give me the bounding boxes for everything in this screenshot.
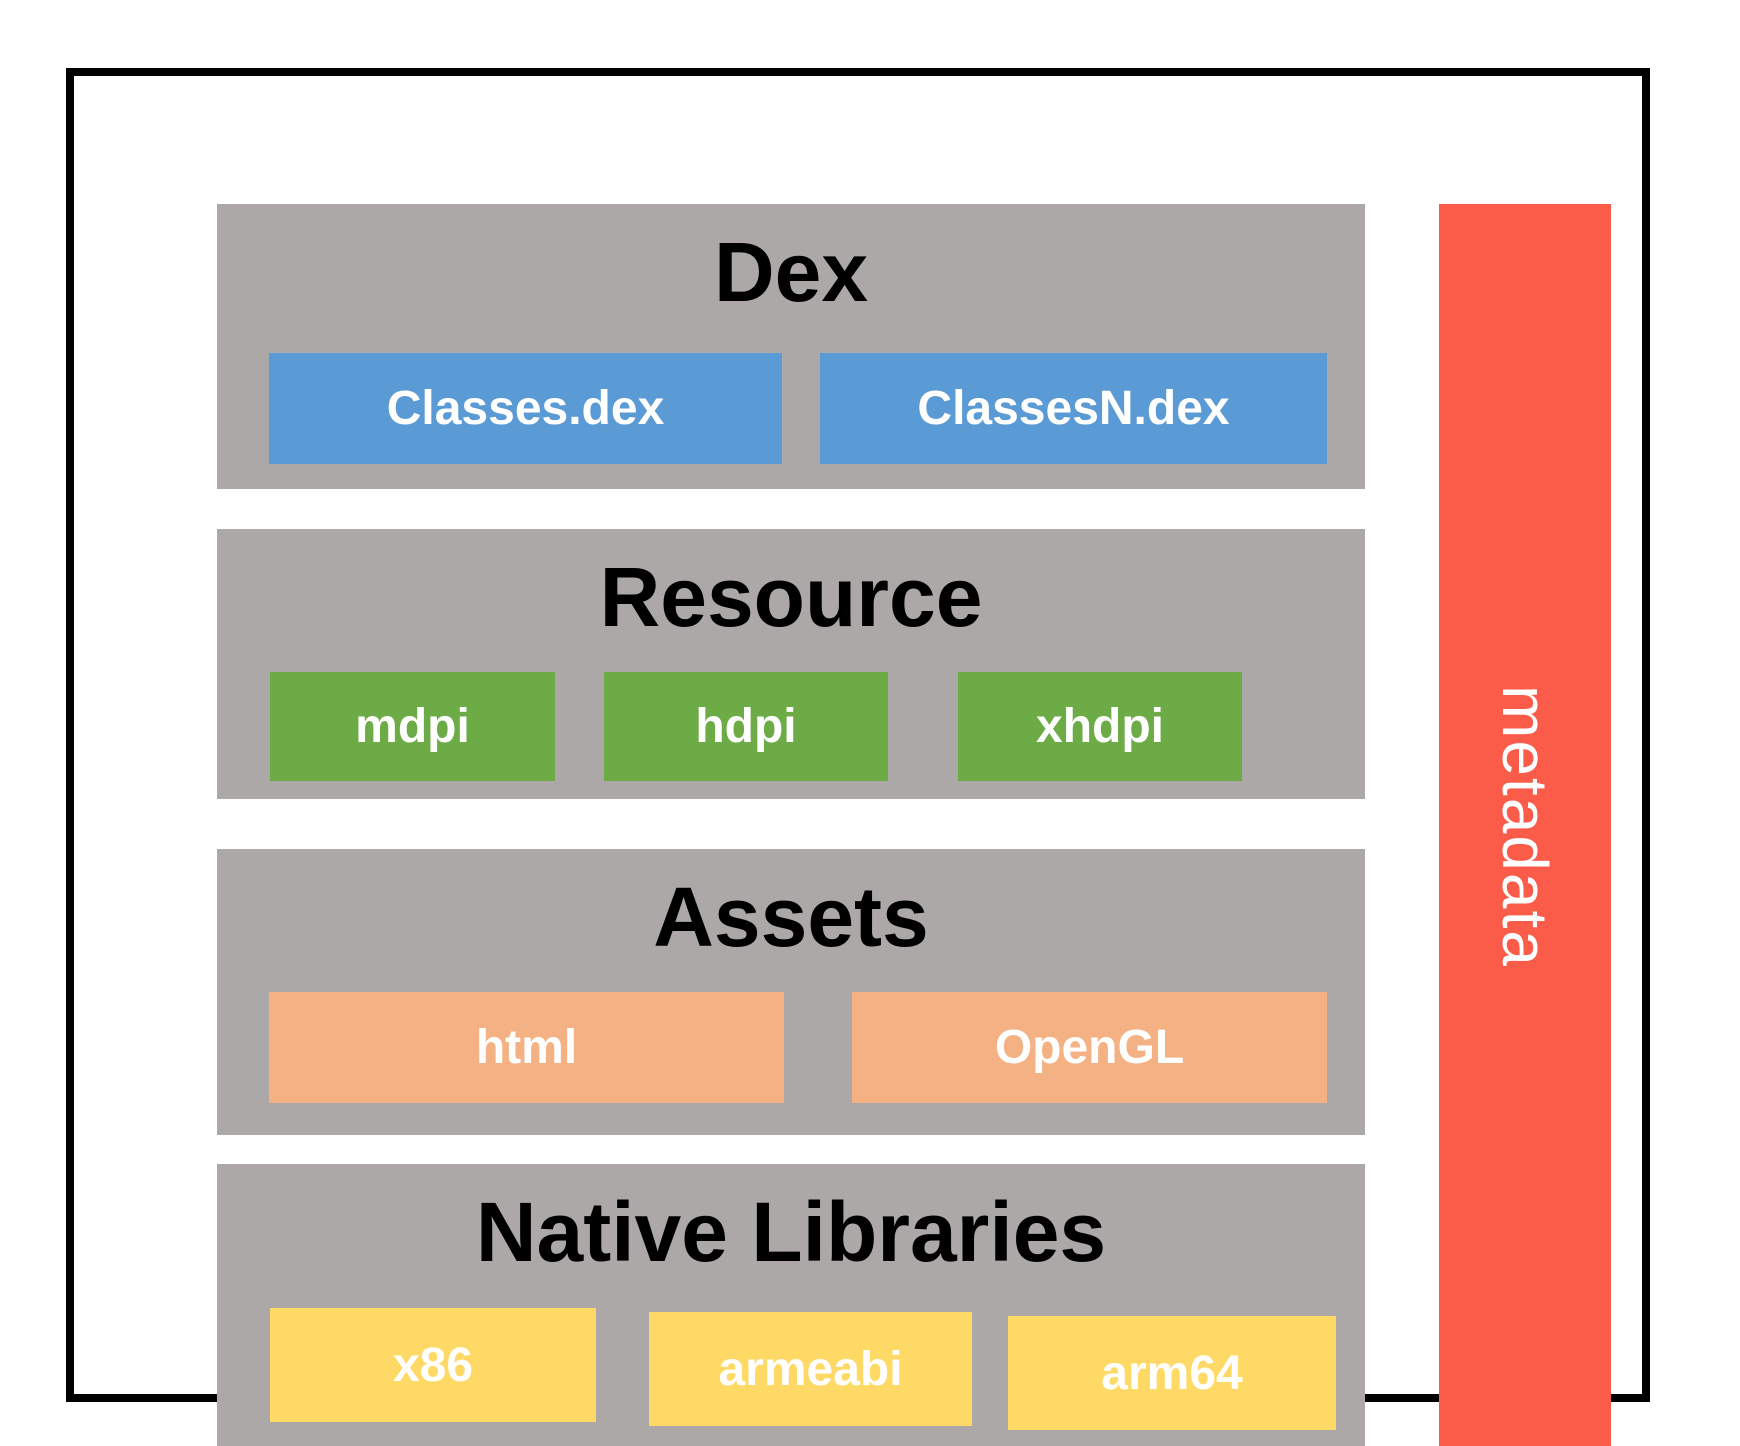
box-mdpi-label: mdpi xyxy=(355,700,470,753)
section-native-libraries-title: Native Libraries xyxy=(475,1185,1107,1279)
box-classesn-dex: ClassesN.dex xyxy=(820,353,1327,464)
box-xhdpi-label: xhdpi xyxy=(1036,700,1164,753)
box-armeabi: armeabi xyxy=(649,1312,972,1426)
box-opengl-label: OpenGL xyxy=(994,1021,1185,1074)
box-classesn-dex-label: ClassesN.dex xyxy=(917,382,1230,435)
box-mdpi: mdpi xyxy=(270,672,555,781)
section-assets-box-row: html OpenGL xyxy=(217,992,1365,1103)
section-dex-box-row: Classes.dex ClassesN.dex xyxy=(217,353,1365,464)
box-xhdpi: xhdpi xyxy=(958,672,1242,781)
section-dex: Dex Classes.dex ClassesN.dex xyxy=(217,204,1365,489)
metadata-bar-label: metadata xyxy=(1489,684,1561,968)
box-classes-dex-label: Classes.dex xyxy=(386,382,665,435)
box-html: html xyxy=(269,992,784,1103)
box-html-label: html xyxy=(475,1021,578,1074)
box-classes-dex: Classes.dex xyxy=(269,353,782,464)
box-hdpi: hdpi xyxy=(604,672,888,781)
section-resource-box-row: mdpi hdpi xhdpi xyxy=(217,672,1365,781)
section-native-libraries: Native Libraries x86 armeabi arm64 xyxy=(217,1164,1365,1446)
section-resource-title: Resource xyxy=(599,550,983,644)
box-arm64-label: arm64 xyxy=(1101,1346,1243,1400)
section-resource: Resource mdpi hdpi xhdpi xyxy=(217,529,1365,799)
section-dex-title: Dex xyxy=(713,225,869,319)
box-armeabi-label: armeabi xyxy=(718,1342,903,1396)
box-opengl: OpenGL xyxy=(852,992,1327,1103)
section-assets: Assets html OpenGL xyxy=(217,849,1365,1135)
box-x86: x86 xyxy=(270,1308,596,1422)
box-arm64: arm64 xyxy=(1008,1316,1336,1430)
section-assets-title: Assets xyxy=(653,870,929,964)
metadata-bar: metadata xyxy=(1439,204,1611,1446)
box-hdpi-label: hdpi xyxy=(695,700,797,753)
section-native-libraries-box-row: x86 armeabi arm64 xyxy=(217,1308,1365,1430)
outer-border-frame: Dex Classes.dex ClassesN.dex Resource md… xyxy=(66,68,1650,1446)
box-x86-label: x86 xyxy=(392,1338,474,1392)
